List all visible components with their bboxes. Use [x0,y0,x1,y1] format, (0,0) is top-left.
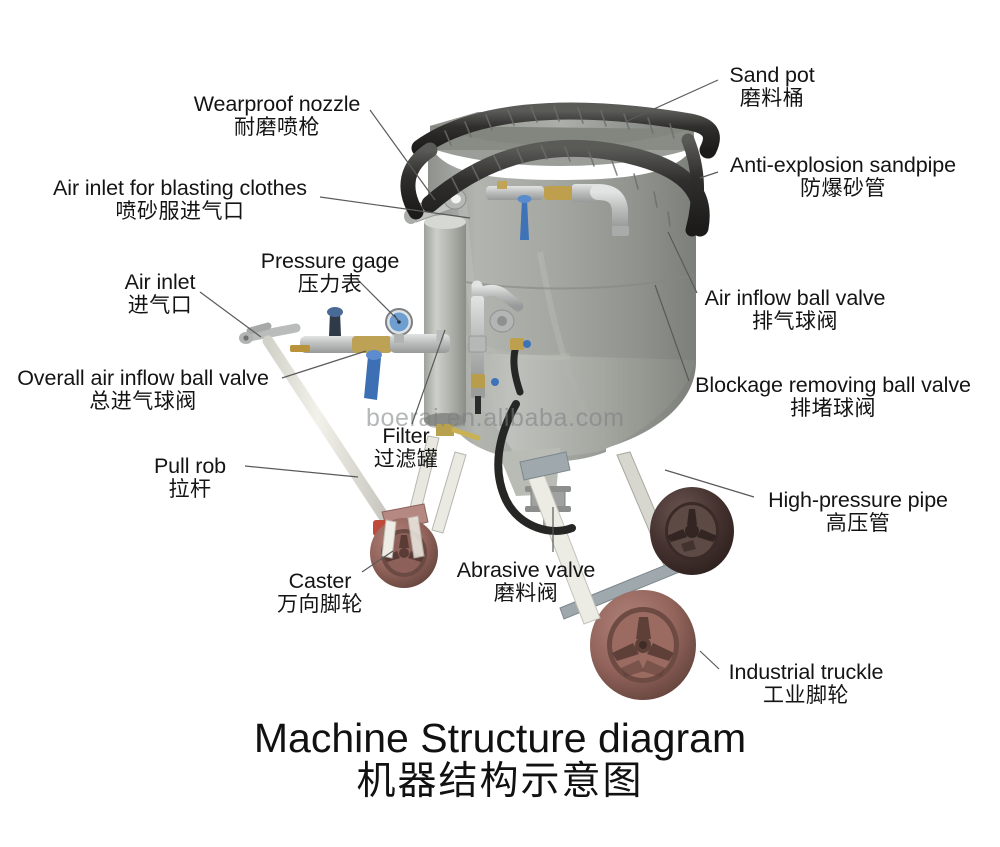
leader-line-high-pressure-pipe [664,469,755,498]
callout-filter: Filter 过滤罐 [374,425,439,470]
callout-overall-air-inflow-ball-valve: Overall air inflow ball valve 总进气球阀 [17,367,269,412]
callout-high-pressure-pipe-zh: 高压管 [825,510,891,535]
callout-industrial-truckle-zh: 工业脚轮 [763,682,849,707]
callout-wearproof-nozzle-zh: 耐磨喷枪 [233,114,320,139]
callout-anti-explosion-sandpipe: Anti-explosion sandpipe 防爆砂管 [730,154,956,199]
callout-abrasive-valve: Abrasive valve 磨料阀 [456,558,596,605]
callout-air-inflow-ball-valve-zh: 排气球阀 [751,308,838,333]
callout-abrasive-valve-en: Abrasive valve [456,558,596,582]
leader-line-sand-pot [624,79,719,123]
callout-high-pressure-pipe: High-pressure pipe 高压管 [768,489,948,534]
callout-wearproof-nozzle-en: Wearproof nozzle [193,92,361,116]
callout-overall-air-inflow-ball-valve-zh: 总进气球阀 [89,388,197,413]
leader-line-caster [361,550,394,573]
watermark: boerai.en.alibaba.com [366,404,625,432]
callout-air-inlet: Air inlet 进气口 [125,271,196,316]
callout-industrial-truckle: Industrial truckle 工业脚轮 [729,661,884,706]
blockage-removing-pipe [468,280,524,414]
rear-wheel [650,487,734,575]
callout-air-inlet-en: Air inlet [124,270,196,294]
callout-pressure-gage-zh: 压力表 [297,271,363,296]
diagram-title-zh: 机器结构示意图 [356,759,644,805]
leader-line-overall-air-inflow-ball-valve [281,350,367,379]
callout-anti-explosion-sandpipe-en: Anti-explosion sandpipe [730,153,956,177]
leader-line-air-inflow-ball-valve [667,231,698,294]
leader-line-air-inlet-blasting-clothes [319,196,471,219]
callout-abrasive-valve-zh: 磨料阀 [493,580,559,605]
callout-sand-pot-en: Sand pot [729,63,815,87]
callout-anti-explosion-sandpipe-zh: 防爆砂管 [800,175,886,200]
callout-caster-zh: 万向脚轮 [277,591,363,616]
high-pressure-hose [494,338,576,535]
leader-line-wearproof-nozzle [369,109,436,201]
callout-blockage-removing-ball-valve-en: Blockage removing ball valve [695,373,971,397]
callout-air-inlet-zh: 进气口 [127,292,193,317]
filter-canister [407,215,481,519]
callout-air-inlet-for-blasting-clothes: Air inlet for blasting clothes 喷砂服进气口 [53,177,307,222]
callout-overall-air-inflow-ball-valve-en: Overall air inflow ball valve [17,366,269,390]
leader-line-pull-rob [244,465,359,478]
leader-line-filter [411,329,446,425]
frame-front-leg [519,451,601,625]
callout-high-pressure-pipe-en: High-pressure pipe [768,488,948,512]
callout-caster-en: Caster [288,569,352,593]
callout-industrial-truckle-en: Industrial truckle [728,660,884,684]
callout-sand-pot-zh: 磨料桶 [739,85,805,110]
callout-pressure-gage-en: Pressure gage [260,249,400,273]
callout-pressure-gage: Pressure gage 压力表 [261,250,400,295]
caster-wheel [370,503,438,588]
callout-pull-rob-zh: 拉杆 [168,476,212,501]
callout-sand-pot: Sand pot 磨料桶 [729,64,814,109]
front-wheel [590,590,696,700]
air-inflow-valve-assembly [486,181,629,240]
leader-line-pressure-gage [355,277,400,322]
callout-air-inlet-for-blasting-clothes-zh: 喷砂服进气口 [115,198,245,223]
leader-line-air-inlet [199,291,262,338]
callout-blockage-removing-ball-valve-zh: 排堵球阀 [790,395,876,420]
diagram-title-en: Machine Structure diagram [253,715,747,761]
callout-air-inflow-ball-valve: Air inflow ball valve 排气球阀 [705,287,886,332]
callout-caster: Caster 万向脚轮 [277,570,363,615]
callout-pull-rob-en: Pull rob [153,454,227,478]
diagram-title: Machine Structure diagram 机器结构示意图 [0,716,1000,804]
callout-filter-en: Filter [382,424,430,448]
leader-line-blockage-removing-ball-valve [654,284,690,382]
anti-explosion-sandpipes [400,102,720,237]
callout-blockage-removing-ball-valve: Blockage removing ball valve 排堵球阀 [695,374,971,419]
leader-line-industrial-truckle [699,650,720,670]
callout-filter-zh: 过滤罐 [373,446,439,471]
callout-air-inflow-ball-valve-en: Air inflow ball valve [704,286,886,310]
callout-wearproof-nozzle: Wearproof nozzle 耐磨喷枪 [194,93,361,138]
leader-line-anti-explosion-sandpipe [699,171,719,179]
pull-rod-assembly [239,307,450,535]
callout-pull-rob: Pull rob 拉杆 [154,455,226,500]
callout-air-inlet-for-blasting-clothes-en: Air inlet for blasting clothes [53,176,307,200]
